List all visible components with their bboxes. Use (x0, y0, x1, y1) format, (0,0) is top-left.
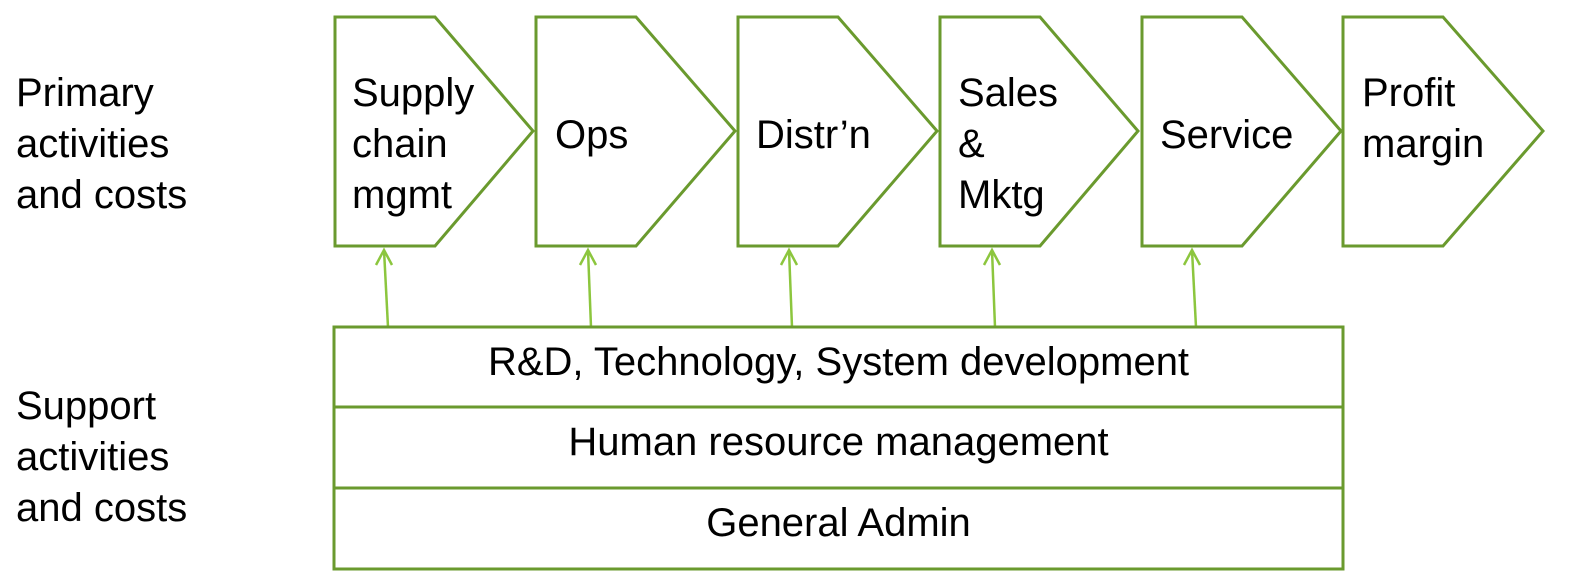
chevron-label-distribution: Distr’n (756, 113, 871, 157)
chevron-label-service: Service (1160, 113, 1294, 157)
support-row-rnd: R&D, Technology, System development (487, 340, 1190, 384)
chevron-sales-marketing (938, 15, 1140, 248)
support-row-hr: Human resource management (568, 420, 1109, 464)
arrow-to-service (1182, 247, 1202, 328)
chevron-service (1140, 15, 1343, 248)
chevron-ops (534, 15, 737, 248)
chevron-label-profit-margin: Profit margin (1362, 71, 1485, 166)
arrow-to-supply-chain (374, 247, 394, 328)
chevron-profit-margin (1341, 15, 1545, 248)
chevron-supply-chain (333, 15, 535, 248)
support-activities-label: Support activities and costs (16, 384, 188, 530)
arrow-to-ops (578, 247, 598, 328)
primary-activities-label: Primary activities and costs (16, 71, 188, 217)
arrow-to-distribution (779, 247, 799, 328)
arrow-to-sales-marketing (982, 247, 1002, 328)
chevron-label-supply-chain: Supply chain mgmt (352, 71, 475, 217)
support-activities-box (332, 325, 1345, 571)
chevron-label-sales-marketing: Sales & Mktg (958, 71, 1059, 217)
chevron-label-ops: Ops (555, 113, 629, 157)
support-row-admin: General Admin (706, 501, 971, 545)
chevron-distribution (736, 15, 939, 248)
support-arrows (374, 247, 1202, 328)
